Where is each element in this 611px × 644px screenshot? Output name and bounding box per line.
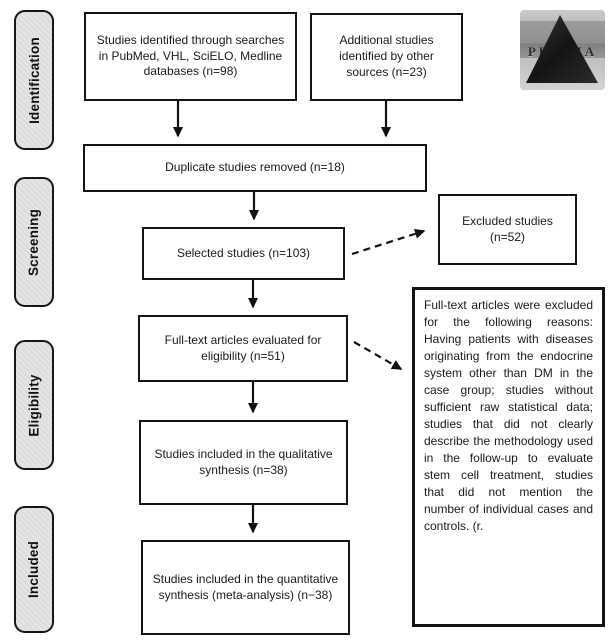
arrow-fulltext-to-reasons-dashed (353, 341, 403, 370)
box-quantitative-synthesis: Studies included in the quantitative syn… (141, 540, 350, 635)
box-studies-identified-text: Studies identified through searches in P… (96, 32, 285, 79)
prisma-triangle-icon (526, 15, 598, 83)
arrow-selected-to-excluded-dashed (351, 228, 426, 256)
box-studies-identified: Studies identified through searches in P… (84, 12, 297, 101)
box-duplicates-removed: Duplicate studies removed (n=18) (83, 144, 427, 192)
box-selected-studies-text: Selected studies (n=103) (176, 245, 311, 260)
stage-eligibility-label: Eligibility (26, 373, 42, 437)
box-exclusion-reasons-text: Full-text articles were excluded for the… (424, 298, 593, 533)
box-fulltext-evaluated: Full-text articles evaluated for eligibi… (138, 315, 348, 382)
stage-eligibility: Eligibility (14, 340, 54, 470)
box-exclusion-reasons: Full-text articles were excluded for the… (412, 287, 605, 627)
box-excluded-studies: Excluded studies (n=52) (438, 194, 577, 265)
stage-screening: Screening (14, 177, 54, 307)
box-selected-studies: Selected studies (n=103) (142, 227, 345, 280)
stage-included-label: Included (26, 540, 42, 599)
stage-screening-label: Screening (26, 208, 42, 276)
box-excluded-studies-text: Excluded studies (n=52) (462, 213, 553, 244)
box-duplicates-removed-text: Duplicate studies removed (n=18) (165, 160, 345, 175)
stage-identification: Identification (14, 10, 54, 150)
box-additional-studies: Additional studies identified by other s… (310, 13, 463, 101)
box-quantitative-synthesis-text: Studies included in the quantitative syn… (152, 571, 339, 602)
stage-included: Included (14, 506, 54, 633)
box-additional-studies-text: Additional studies identified by other s… (339, 33, 434, 79)
prisma-logo: PRISMA (520, 10, 605, 90)
box-fulltext-evaluated-text: Full-text articles evaluated for eligibi… (164, 332, 322, 363)
box-qualitative-synthesis: Studies included in the qualitative synt… (139, 420, 348, 505)
stage-identification-label: Identification (26, 36, 42, 124)
box-qualitative-synthesis-text: Studies included in the qualitative synt… (154, 446, 333, 477)
